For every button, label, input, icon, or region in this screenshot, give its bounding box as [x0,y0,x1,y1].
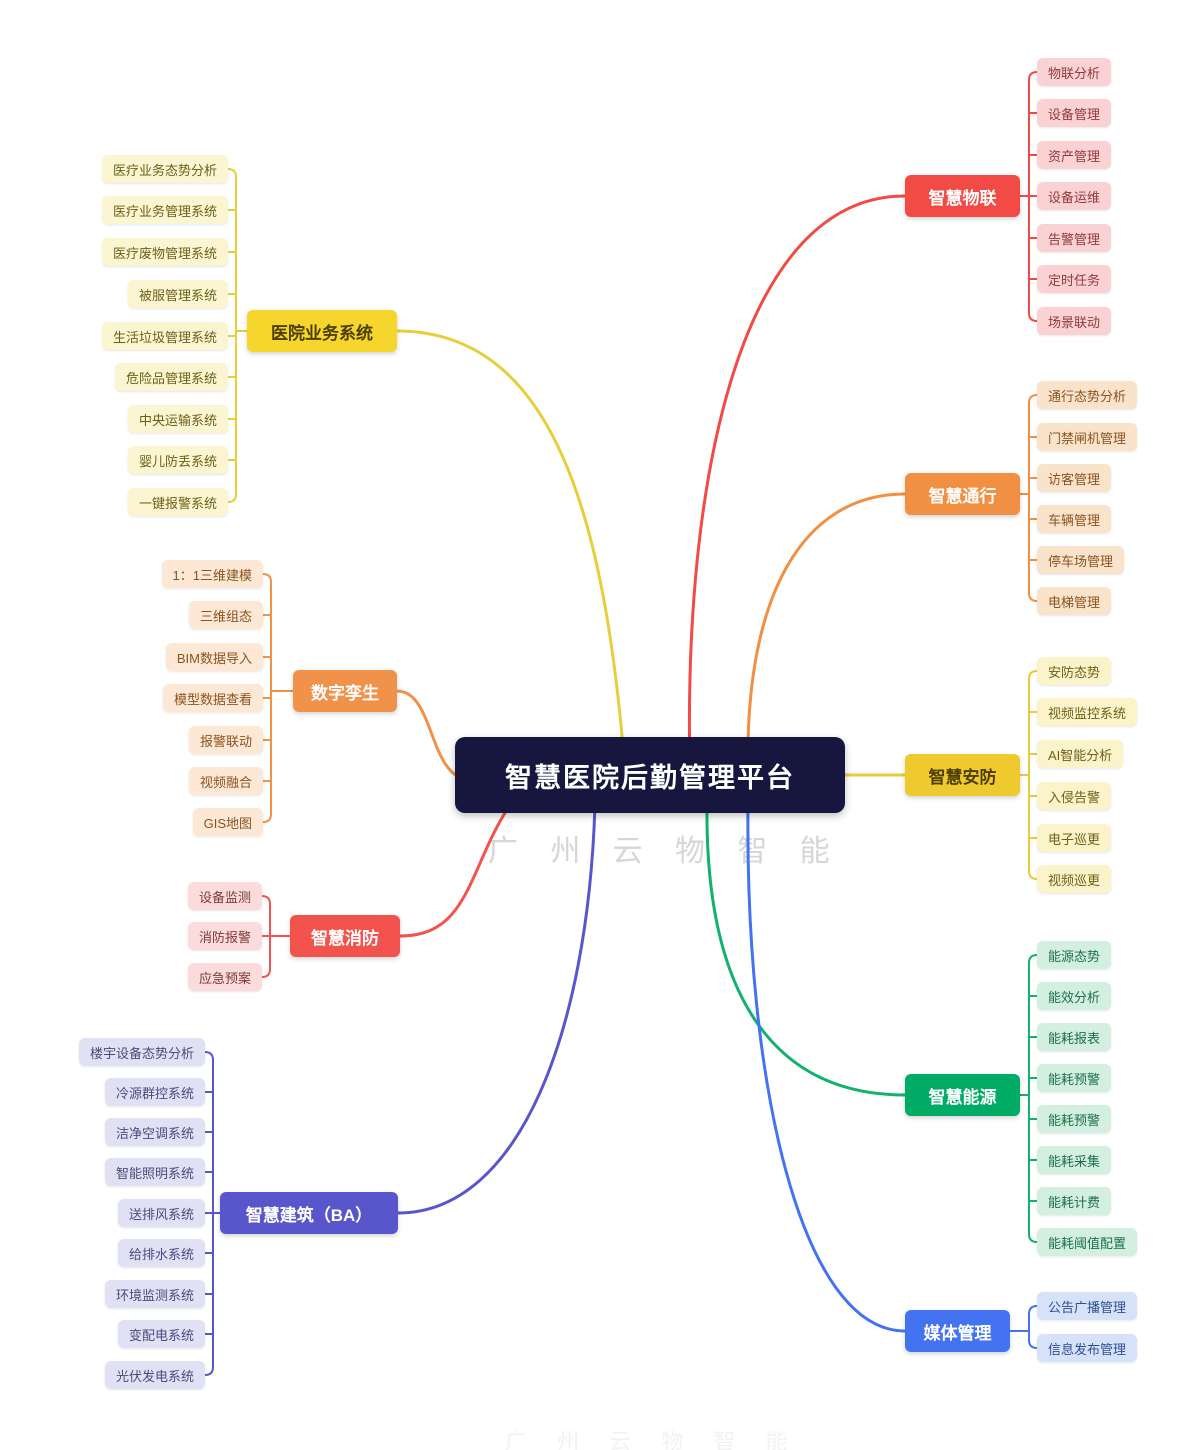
connector-path [746,492,907,772]
child-node-smart-building-1: 冷源群控系统 [104,1078,205,1106]
connector-path [395,329,627,772]
branch-node-smart-energy: 智慧能源 [905,1074,1020,1116]
child-node-hospital-business-7: 婴儿防丢系统 [127,446,228,474]
child-node-smart-iot-3: 设备运维 [1037,182,1112,210]
branch-node-smart-security: 智慧安防 [905,754,1020,796]
child-node-hospital-business-6: 中央运输系统 [127,405,228,433]
child-node-hospital-business-5: 危险品管理系统 [114,363,228,391]
child-node-smart-building-4: 送排风系统 [117,1199,205,1227]
child-node-smart-building-0: 楼宇设备态势分析 [78,1038,205,1066]
child-node-smart-security-0: 安防态势 [1037,657,1112,685]
watermark: 广 州 云 物 智 能 [488,835,842,868]
child-node-smart-iot-0: 物联分析 [1037,58,1112,86]
child-node-smart-building-6: 环境监测系统 [104,1280,205,1308]
child-node-digital-twin-1: 三维组态 [188,601,263,629]
child-node-hospital-business-8: 一键报警系统 [127,488,228,516]
connector-path [746,803,907,1333]
child-node-smart-security-5: 视频巡更 [1037,865,1112,893]
child-node-smart-energy-4: 能耗预警 [1037,1105,1112,1133]
connector-path [1028,1305,1038,1349]
connector-path [398,803,512,938]
connector-path [396,803,597,1215]
child-node-smart-security-3: 入侵告警 [1037,782,1112,810]
child-node-smart-access-5: 电梯管理 [1037,587,1112,615]
child-node-smart-access-1: 门禁闸机管理 [1037,423,1138,451]
child-node-smart-energy-5: 能耗采集 [1037,1146,1112,1174]
branch-node-media-management: 媒体管理 [905,1310,1010,1352]
child-node-smart-access-3: 车辆管理 [1037,505,1112,533]
child-node-smart-access-0: 通行态势分析 [1037,381,1138,409]
child-node-hospital-business-4: 生活垃圾管理系统 [101,322,228,350]
child-node-smart-energy-3: 能耗预警 [1037,1064,1112,1092]
child-node-digital-twin-4: 报警联动 [188,726,263,754]
connector-path [1028,670,1038,880]
child-node-media-management-1: 信息发布管理 [1037,1334,1138,1362]
child-node-digital-twin-6: GIS地图 [192,808,263,836]
child-node-smart-energy-7: 能耗阈值配置 [1037,1228,1138,1256]
child-node-smart-access-4: 停车场管理 [1037,546,1125,574]
child-node-fire-safety-0: 设备监测 [187,882,262,910]
child-node-hospital-business-0: 医疗业务态势分析 [101,155,228,183]
child-node-smart-access-2: 访客管理 [1037,464,1112,492]
child-node-fire-safety-2: 应急预案 [187,963,262,991]
child-node-smart-energy-1: 能效分析 [1037,982,1112,1010]
child-node-smart-building-3: 智能照明系统 [104,1158,205,1186]
branch-node-smart-access: 智慧通行 [905,473,1020,515]
child-node-hospital-business-1: 医疗业务管理系统 [101,196,228,224]
branch-node-smart-building: 智慧建筑（BA） [220,1192,398,1234]
child-node-smart-energy-0: 能源态势 [1037,941,1112,969]
child-node-smart-energy-6: 能耗计费 [1037,1187,1112,1215]
child-node-smart-security-2: AI智能分析 [1037,740,1124,768]
connector-path [687,194,907,772]
child-node-smart-iot-1: 设备管理 [1037,99,1112,127]
child-node-hospital-business-3: 被服管理系统 [127,280,228,308]
child-node-digital-twin-0: 1：1三维建模 [161,560,263,588]
child-node-smart-building-2: 洁净空调系统 [104,1118,205,1146]
child-node-digital-twin-5: 视频融合 [188,767,263,795]
child-node-smart-building-7: 变配电系统 [117,1320,205,1348]
branch-node-fire-safety: 智慧消防 [290,915,400,957]
watermark-bottom: 广 州 云 物 智 能 [505,1429,800,1450]
child-node-smart-energy-2: 能耗报表 [1037,1023,1112,1051]
child-node-smart-iot-5: 定时任务 [1037,265,1112,293]
connector-path [1028,394,1038,602]
child-node-digital-twin-3: 模型数据查看 [162,684,263,712]
child-node-smart-security-4: 电子巡更 [1037,824,1112,852]
child-node-smart-iot-2: 资产管理 [1037,141,1112,169]
connector-path [705,803,907,1097]
connector-path [1028,954,1038,1243]
child-node-smart-building-5: 给排水系统 [117,1239,205,1267]
child-node-smart-security-1: 视频监控系统 [1037,698,1138,726]
center-topic: 智慧医院后勤管理平台 [455,737,845,813]
child-node-smart-iot-4: 告警管理 [1037,224,1112,252]
child-node-media-management-0: 公告广播管理 [1037,1292,1138,1320]
child-node-hospital-business-2: 医疗废物管理系统 [101,238,228,266]
child-node-digital-twin-2: BIM数据导入 [165,643,263,671]
branch-node-digital-twin: 数字孪生 [293,670,397,712]
child-node-smart-iot-6: 场景联动 [1037,307,1112,335]
branch-node-smart-iot: 智慧物联 [905,175,1020,217]
child-node-smart-building-8: 光伏发电系统 [104,1361,205,1389]
child-node-fire-safety-1: 消防报警 [187,922,262,950]
branch-node-hospital-business: 医院业务系统 [247,310,397,352]
